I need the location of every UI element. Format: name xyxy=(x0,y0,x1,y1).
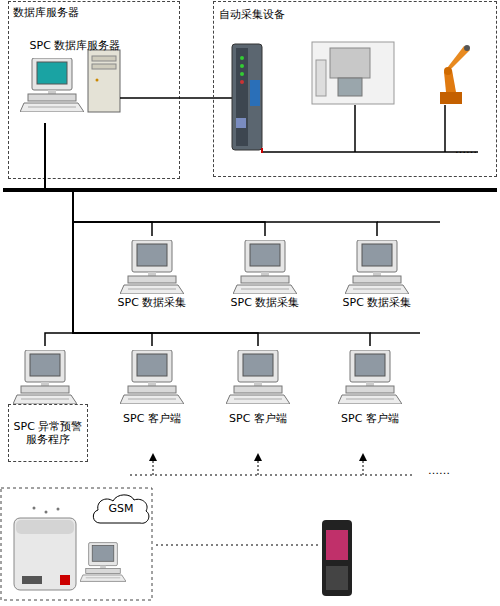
arrow-head xyxy=(149,453,157,461)
collector-node: SPC 数据采集 xyxy=(112,236,192,310)
machine-post xyxy=(316,60,326,96)
arrow-head xyxy=(359,453,367,461)
signal-dot xyxy=(33,507,36,510)
network-link xyxy=(45,123,152,346)
modem-case xyxy=(14,518,76,590)
arrow-head xyxy=(254,453,262,461)
dotted-link xyxy=(363,460,364,475)
phone-keys xyxy=(326,566,348,590)
wire xyxy=(213,97,232,99)
computer-icon xyxy=(233,240,297,294)
test-machine xyxy=(312,42,394,104)
computer-icon xyxy=(13,350,77,404)
machine-table xyxy=(338,78,362,96)
dotted-link xyxy=(156,545,318,546)
collector-node: SPC 数据采集 xyxy=(337,236,417,310)
computer-icon xyxy=(120,240,184,294)
device-case xyxy=(232,44,262,150)
network-link xyxy=(45,123,265,236)
server-tower xyxy=(88,50,120,112)
network-link xyxy=(45,123,370,346)
machine-frame xyxy=(312,42,394,104)
dotted-link xyxy=(258,460,259,475)
wire xyxy=(354,105,356,152)
drive-bay xyxy=(92,56,116,61)
led xyxy=(240,72,244,76)
alarm-service-node: SPC 异常预警 服务程序 xyxy=(4,346,86,468)
gsm-modem xyxy=(14,507,76,591)
client-node: SPC 客户端 xyxy=(218,346,298,426)
dotted-link xyxy=(153,460,154,475)
computer-icon xyxy=(20,58,84,112)
node-label: SPC 数据采集 xyxy=(112,296,192,309)
wire xyxy=(261,148,263,153)
device-front xyxy=(236,48,248,146)
tower-case xyxy=(88,50,120,112)
server-node: SPC 数据库服务器 xyxy=(19,37,131,123)
node-label: SPC 数据采集 xyxy=(337,296,417,309)
node-label: SPC 数据采集 xyxy=(225,296,305,309)
group-heading: 自动采集设备 xyxy=(219,8,285,21)
phone-body xyxy=(322,520,352,596)
gsm-cloud: GSM xyxy=(90,492,152,526)
device-label xyxy=(250,80,260,106)
wire xyxy=(120,97,131,99)
ellipsis-label: …… xyxy=(455,143,477,156)
robot-base xyxy=(440,92,462,104)
node-label: SPC 客户端 xyxy=(112,412,192,425)
machine-head xyxy=(330,48,370,78)
robot-tool xyxy=(464,45,470,51)
modem-button xyxy=(60,575,70,585)
port xyxy=(236,118,246,128)
network-link xyxy=(45,123,258,346)
branch-wire xyxy=(370,332,420,334)
node-label: SPC 客户端 xyxy=(330,412,410,425)
group-heading: 数据库服务器 xyxy=(13,6,79,19)
client-node: SPC 客户端 xyxy=(330,346,410,426)
computer-icon xyxy=(80,543,126,582)
collector-node: SPC 数据采集 xyxy=(225,236,305,310)
group-box: 自动采集设备 xyxy=(213,1,497,177)
computer-icon xyxy=(226,350,290,404)
computer-icon xyxy=(338,350,402,404)
signal-dot xyxy=(57,508,60,511)
dotted-link xyxy=(130,475,415,476)
ellipsis-label: …… xyxy=(428,464,450,477)
power-led xyxy=(96,79,99,82)
robot-joint xyxy=(444,67,452,75)
branch-wire xyxy=(377,221,440,223)
modem-top xyxy=(16,520,74,534)
group-box: 数据库服务器 SPC 数据库服务器 xyxy=(8,1,180,179)
node-label: SPC 数据库服务器 xyxy=(19,39,131,52)
node-label: GSM xyxy=(90,502,152,515)
drive-bay xyxy=(92,64,116,69)
phone-screen xyxy=(326,530,348,560)
node-label: SPC 客户端 xyxy=(218,412,298,425)
network-bus xyxy=(3,188,497,192)
led xyxy=(240,56,244,60)
mobile-phone xyxy=(322,520,352,596)
computer-icon xyxy=(345,240,409,294)
modem-port xyxy=(22,576,42,584)
led xyxy=(240,80,244,84)
network-link xyxy=(45,123,377,236)
led xyxy=(240,64,244,68)
industrial-robot xyxy=(440,45,470,104)
client-node: SPC 客户端 xyxy=(112,346,192,426)
node-label: SPC 异常预警 服务程序 xyxy=(8,404,88,462)
wire xyxy=(444,105,446,152)
moxa-device xyxy=(232,44,262,150)
network-link xyxy=(45,123,152,236)
signal-dot xyxy=(45,511,48,514)
group-boundary xyxy=(1,488,152,600)
network-link xyxy=(131,97,213,99)
network-link xyxy=(45,123,73,346)
computer-icon xyxy=(120,350,184,404)
